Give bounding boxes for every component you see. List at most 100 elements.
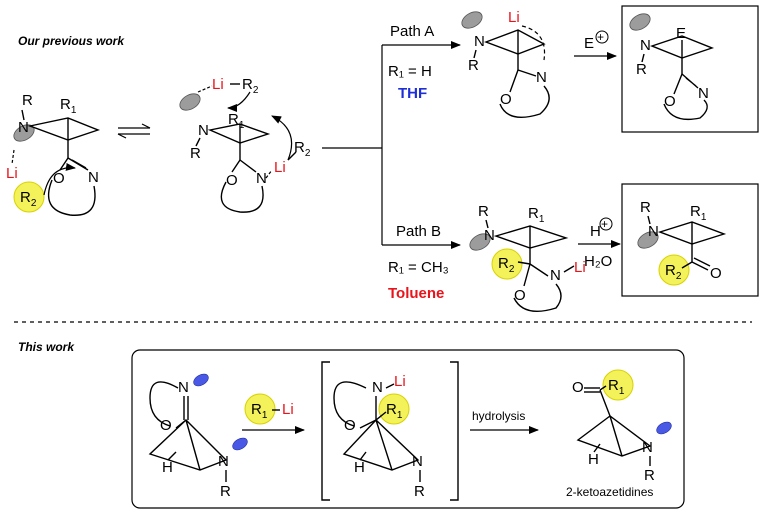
structure-path-a-intermediate: Li N R O N xyxy=(461,9,550,118)
svg-text:O: O xyxy=(160,417,172,434)
path-b-solvent: Toluene xyxy=(388,285,444,302)
svg-text:N: N xyxy=(178,379,189,396)
svg-text:N: N xyxy=(198,122,209,139)
lone-pair-lobe-blue xyxy=(193,373,209,387)
svg-text:R: R xyxy=(414,483,425,500)
path-a-arrow: E + xyxy=(574,30,617,60)
svg-text:+: + xyxy=(601,217,608,231)
structure-starting-complex: R R1 N O N Li R2 xyxy=(6,92,101,216)
lone-pair-lobe xyxy=(179,93,201,111)
svg-text:N: N xyxy=(550,267,561,284)
svg-text:R2: R2 xyxy=(242,76,259,96)
this-work-box xyxy=(131,349,685,509)
svg-text:R: R xyxy=(636,61,647,78)
svg-text:N: N xyxy=(218,453,229,470)
electrophile-label: E xyxy=(584,35,594,52)
svg-text:Li: Li xyxy=(574,259,586,276)
svg-text:O: O xyxy=(710,265,722,282)
svg-text:O: O xyxy=(572,379,584,396)
lone-pair-lobe xyxy=(469,233,491,251)
path-b-label: Path B xyxy=(396,223,441,240)
heading-this-work: This work xyxy=(18,340,75,354)
svg-text:N: N xyxy=(484,227,495,244)
path-a-labels: Path A R₁ = H THF xyxy=(388,23,434,102)
structure-path-b-intermediate: R R1 N R2 O N Li xyxy=(469,203,586,312)
svg-text:N: N xyxy=(474,33,485,50)
hydrolysis-arrow: hydrolysis xyxy=(470,409,539,434)
svg-text:H: H xyxy=(162,459,173,476)
path-a-label: Path A xyxy=(390,23,434,40)
svg-text:+: + xyxy=(597,30,604,44)
svg-text:N: N xyxy=(88,169,99,186)
product-label: 2-ketoazetidines xyxy=(566,485,653,499)
svg-text:R: R xyxy=(220,483,231,500)
path-b-arrow: H + H₂O xyxy=(578,217,621,270)
proton-label: H xyxy=(590,223,601,240)
svg-text:R: R xyxy=(190,145,201,162)
svg-text:N: N xyxy=(642,439,653,456)
lone-pair-lobe-blue xyxy=(232,437,248,451)
svg-text:R: R xyxy=(644,467,655,484)
path-b-labels: Path B R₁ = CH₃ Toluene xyxy=(388,223,449,302)
svg-text:O: O xyxy=(344,417,356,434)
svg-text:O: O xyxy=(500,91,512,108)
svg-text:R1: R1 xyxy=(528,205,545,225)
svg-text:Li: Li xyxy=(508,9,520,26)
svg-text:H: H xyxy=(354,459,365,476)
svg-text:E: E xyxy=(676,25,686,42)
lone-pair-lobe xyxy=(461,11,483,29)
structure-path-a-product: E N R O N xyxy=(621,5,759,133)
structure-intermediate: Li R2 N R1 R O N Li R2 xyxy=(179,76,311,213)
path-a-solvent: THF xyxy=(398,85,427,102)
svg-text:O: O xyxy=(53,170,65,187)
path-b-condition: R₁ = CH₃ xyxy=(388,259,449,276)
product-box xyxy=(621,5,759,133)
svg-text:R1: R1 xyxy=(228,111,245,131)
structure-2-ketoazetidine: O R1 H N R 2-ketoazetidines xyxy=(566,369,672,499)
lone-pair-lobe xyxy=(637,231,659,249)
reagent-organolithium: R1 Li xyxy=(242,393,305,434)
svg-text:O: O xyxy=(664,93,676,110)
equilibrium-arrows xyxy=(117,123,151,139)
svg-text:Li: Li xyxy=(6,165,18,182)
svg-text:Li: Li xyxy=(274,159,286,176)
svg-text:Li: Li xyxy=(212,76,224,93)
structure-path-b-product: R R1 N R2 O xyxy=(621,183,759,297)
svg-text:R2: R2 xyxy=(294,139,311,159)
svg-text:O: O xyxy=(226,172,238,189)
lone-pair-lobe xyxy=(629,13,651,31)
r2-highlight xyxy=(491,248,523,280)
svg-text:H: H xyxy=(588,451,599,468)
water-label: H₂O xyxy=(584,253,612,270)
lone-pair-lobe-blue xyxy=(656,421,672,435)
svg-text:R1: R1 xyxy=(60,96,77,116)
hydrolysis-label: hydrolysis xyxy=(472,409,525,423)
branch-arrows xyxy=(322,41,461,249)
svg-text:R: R xyxy=(468,57,479,74)
svg-text:R: R xyxy=(640,199,651,216)
svg-text:N: N xyxy=(648,223,659,240)
svg-text:N: N xyxy=(698,85,709,102)
svg-text:R: R xyxy=(22,92,33,109)
r2-highlight xyxy=(13,181,45,213)
svg-text:N: N xyxy=(18,119,29,136)
svg-text:O: O xyxy=(514,287,526,304)
r2-highlight xyxy=(658,254,690,286)
svg-text:R1: R1 xyxy=(690,203,707,223)
svg-text:N: N xyxy=(536,69,547,86)
r1-highlight xyxy=(244,393,276,425)
r1-highlight xyxy=(378,393,410,425)
path-a-condition: R₁ = H xyxy=(388,63,432,80)
svg-text:Li: Li xyxy=(394,373,406,390)
product-box xyxy=(621,183,759,297)
heading-previous-work: Our previous work xyxy=(18,34,125,48)
structure-oxazolinyl-azetidine: N O H N R xyxy=(148,373,248,500)
svg-text:R: R xyxy=(478,203,489,220)
svg-text:N: N xyxy=(372,379,383,396)
svg-text:N: N xyxy=(640,37,651,54)
svg-text:Li: Li xyxy=(282,401,294,418)
svg-text:N: N xyxy=(256,170,267,187)
r1-highlight xyxy=(602,369,634,401)
svg-text:N: N xyxy=(412,453,423,470)
